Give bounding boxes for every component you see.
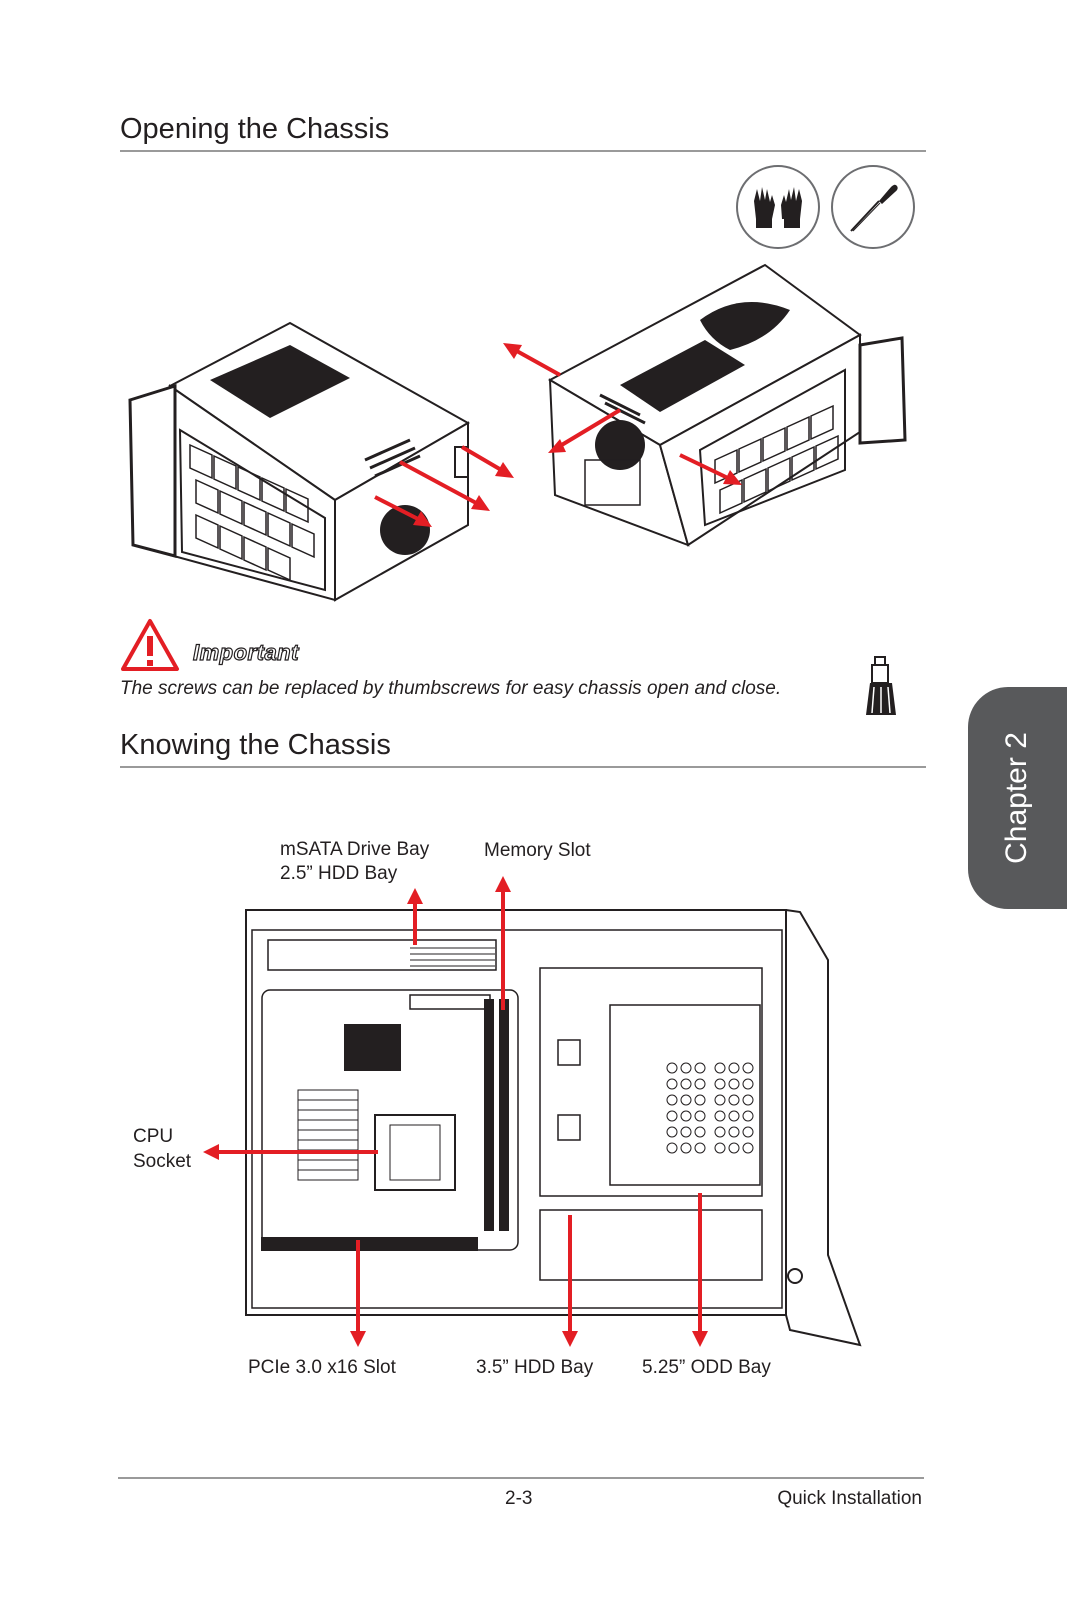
- thumbscrew-icon: [866, 656, 896, 715]
- callout-arrows: [203, 876, 708, 1347]
- gloves-icon: [754, 187, 802, 228]
- chassis-outline: [245, 909, 862, 1347]
- label-socket: Socket: [133, 1151, 192, 1172]
- chapter-tab: [968, 687, 1067, 909]
- memory-slot-1: [484, 999, 494, 1231]
- section-divider: [120, 150, 926, 152]
- memory-slot-2: [499, 999, 509, 1231]
- label-msata-bay: mSATA Drive Bay: [280, 839, 430, 860]
- footer-section-name: Quick Installation: [777, 1488, 922, 1509]
- label-hdd25-bay: 2.5” HDD Bay: [280, 863, 398, 884]
- mb-grille: [410, 947, 495, 967]
- screwdriver-tool-badge: [831, 165, 915, 249]
- cpu-socket: [374, 1114, 456, 1191]
- section-title-knowing: Knowing the Chassis: [120, 729, 391, 761]
- screwdriver-icon: [850, 184, 898, 232]
- important-note-text: The screws can be replaced by thumbscrew…: [120, 678, 782, 699]
- label-cpu: CPU: [133, 1126, 174, 1147]
- label-hdd35-bay: 3.5” HDD Bay: [476, 1357, 594, 1378]
- important-label: Important: [192, 639, 299, 665]
- pcie-slot: [261, 1237, 478, 1251]
- page-number: 2-3: [505, 1488, 533, 1509]
- chassis-opening-illustration: [128, 263, 907, 602]
- chassis-right-view: [547, 263, 907, 547]
- label-memory-slot: Memory Slot: [484, 840, 591, 861]
- label-pcie-slot: PCIe 3.0 x16 Slot: [248, 1357, 396, 1378]
- label-odd-bay: 5.25” ODD Bay: [642, 1357, 771, 1378]
- odd-bay: [539, 1209, 763, 1281]
- footer-divider: [118, 1477, 924, 1479]
- drive-cage: [539, 967, 763, 1197]
- section-divider: [120, 766, 926, 768]
- gloves-tool-badge: [736, 165, 820, 249]
- chassis-left-view: [128, 321, 471, 602]
- warning-icon: [121, 619, 179, 671]
- opening-arrows: [374, 343, 742, 527]
- section-title-opening: Opening the Chassis: [120, 113, 390, 145]
